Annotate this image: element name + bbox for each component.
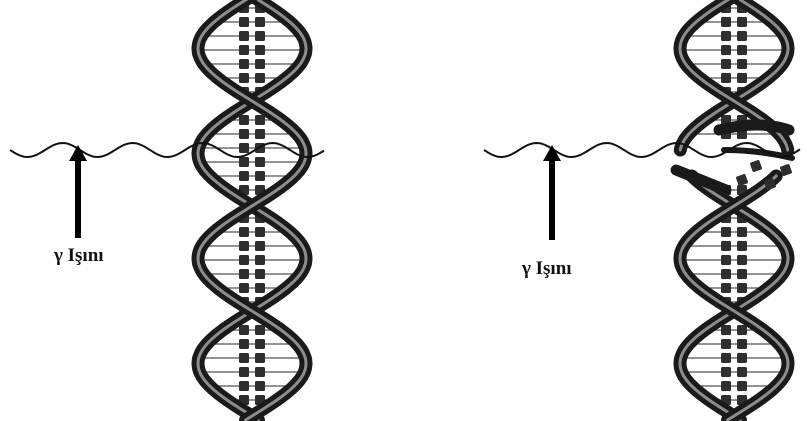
base-pair: [207, 339, 297, 349]
dna-helix-icon: [198, 0, 306, 420]
panel-broken-dna: [484, 0, 800, 420]
base-pair: [200, 367, 305, 377]
base-pair: [204, 59, 301, 69]
dna-helix-icon: [676, 0, 792, 420]
base-pair: [684, 31, 785, 41]
panel-intact-dna: [10, 0, 324, 420]
dna-backbone-strand: [680, 0, 788, 420]
base-pair: [689, 339, 779, 349]
base-pair: [686, 59, 783, 69]
base-pair: [207, 129, 297, 139]
base-pair: [202, 241, 303, 251]
base-pair: [200, 157, 305, 167]
base-pair: [202, 31, 303, 41]
base-pair: [198, 255, 306, 265]
dna-backbone-strand: [198, 0, 306, 420]
base-pair: [680, 255, 788, 265]
up-arrow-icon: [69, 145, 87, 238]
base-pair: [681, 353, 788, 363]
gamma-ray-label: γ Işını: [54, 245, 104, 267]
base-pair: [686, 269, 783, 279]
gamma-ray-wave-icon: [10, 143, 324, 157]
base-pair: [682, 367, 787, 377]
base-pair: [684, 241, 785, 251]
up-arrow-icon: [543, 145, 561, 240]
base-pair: [199, 353, 306, 363]
base-pair: [198, 45, 306, 55]
gamma-ray-label: γ Işını: [522, 258, 572, 280]
base-pair: [204, 269, 301, 279]
base-pair: [680, 45, 788, 55]
